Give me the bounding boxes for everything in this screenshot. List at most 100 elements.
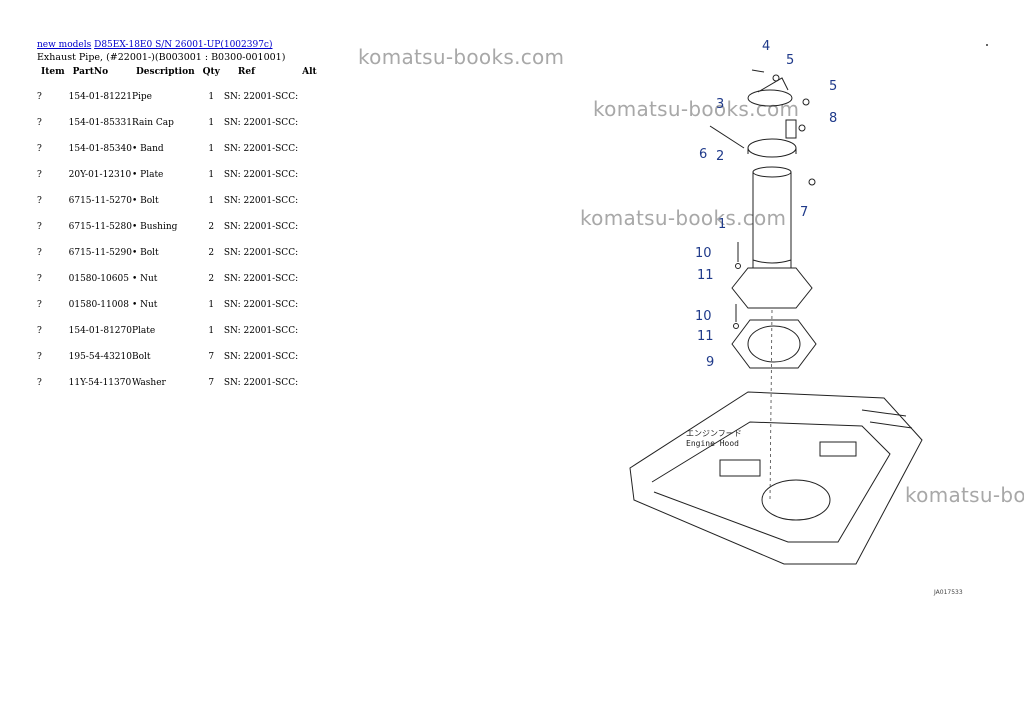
header-item: Item	[41, 67, 65, 77]
plate-9-hole	[747, 325, 801, 363]
rain-cap	[747, 89, 793, 107]
cell-desc: • Band	[131, 144, 164, 154]
cell-desc: Bolt	[131, 352, 151, 362]
table-row: ? 01580-11008• Nut 1 SN: 22001-SCC:	[37, 292, 321, 318]
cell-alt	[298, 292, 321, 318]
washer-11-upper	[735, 263, 741, 269]
cell-part: 6715-11-5280	[68, 222, 132, 232]
cell-desc: • Bolt	[131, 248, 159, 258]
header-ref: Ref	[237, 67, 255, 77]
cell-part: 154-01-85331	[68, 118, 132, 128]
band-clamp	[747, 138, 797, 158]
callout-3: 3	[716, 97, 724, 112]
cell-ref: SN: 22001-SCC:	[223, 325, 299, 336]
pipe-flange	[731, 267, 813, 309]
callout-10-lower: 10	[695, 309, 712, 324]
cell-qty: 2	[208, 222, 215, 232]
cell-alt	[298, 240, 321, 266]
cell-ref: SN: 22001-SCC:	[223, 351, 299, 362]
exhaust-pipe-diagram: 4 5 5 3 8 6 2 7 1 10 11 10 11 9 エンジンフード …	[629, 39, 963, 596]
cell-qty: 1	[208, 196, 215, 206]
hood-label-jp: エンジンフード	[686, 429, 742, 438]
cell-item: ?	[37, 300, 42, 310]
table-row: ? 6715-11-5270• Bolt 1 SN: 22001-SCC:	[37, 188, 321, 214]
pipe-top	[752, 166, 792, 178]
callout-9: 9	[706, 355, 714, 370]
nut-7	[808, 178, 816, 186]
nut-8	[798, 124, 806, 132]
hood-label-en: Engine Hood	[686, 439, 739, 448]
cell-ref: SN: 22001-SCC:	[223, 91, 299, 102]
cell-ref: SN: 22001-SCC:	[223, 117, 299, 128]
cell-alt	[298, 370, 321, 396]
cell-item: ?	[37, 274, 42, 284]
callout-1: 1	[718, 217, 726, 232]
cell-alt	[298, 266, 321, 292]
cell-alt	[298, 188, 321, 214]
cell-item: ?	[37, 144, 42, 154]
callout-5: 5	[786, 53, 794, 68]
cell-part: 01580-11008	[68, 300, 129, 310]
cell-alt	[298, 136, 321, 162]
cell-desc: • Nut	[131, 300, 158, 310]
cell-item: ?	[37, 118, 42, 128]
header-partno: PartNo	[72, 67, 109, 77]
cell-alt	[298, 162, 321, 188]
cell-desc: Washer	[131, 378, 166, 388]
bolt-6	[709, 125, 745, 149]
band-bracket	[785, 119, 797, 139]
cell-desc: • Plate	[131, 170, 164, 180]
callout-7: 7	[800, 205, 808, 220]
cell-part: 195-54-43210	[68, 352, 132, 362]
bushing-5	[772, 74, 780, 82]
cell-ref: SN: 22001-SCC:	[223, 143, 299, 154]
cell-desc: • Bolt	[131, 196, 159, 206]
cell-qty: 2	[208, 248, 215, 258]
cell-item: ?	[37, 222, 42, 232]
cell-qty: 1	[208, 300, 215, 310]
centerline	[769, 309, 773, 501]
cell-desc: Plate	[131, 326, 156, 336]
figure-code: JA017533	[933, 589, 963, 596]
cell-ref: SN: 22001-SCC:	[223, 299, 299, 310]
hood-rail	[861, 409, 913, 429]
callout-10-upper: 10	[695, 246, 712, 261]
cell-qty: 7	[208, 352, 215, 362]
cell-desc: Rain Cap	[131, 118, 174, 128]
pipe-body	[752, 172, 792, 268]
nut-5	[802, 98, 810, 106]
hood-panel-right	[819, 441, 857, 457]
cell-item: ?	[37, 378, 42, 388]
engine-hood	[629, 391, 923, 565]
cell-part: 6715-11-5270	[68, 196, 132, 206]
cell-part: 01580-10605	[68, 274, 129, 284]
parts-table: Item PartNo Description Qty Ref Alt ?154…	[37, 66, 321, 396]
cell-qty: 7	[208, 378, 215, 388]
callout-6: 6	[699, 147, 707, 162]
cell-ref: SN: 22001-SCC:	[223, 195, 299, 206]
cell-item: ?	[37, 196, 42, 206]
cell-ref: SN: 22001-SCC:	[223, 247, 299, 258]
cell-item: ?	[37, 352, 42, 362]
cell-ref: SN: 22001-SCC:	[223, 273, 299, 284]
breadcrumb-link-new-models[interactable]: new models	[37, 40, 92, 50]
rain-cap-hinge	[757, 77, 789, 93]
watermark: komatsu-books.com	[358, 45, 565, 69]
cell-desc: • Nut	[131, 274, 158, 284]
washer-11-lower	[733, 323, 739, 329]
breadcrumb: new models D85EX-18E0 S/N 26001-UP(10023…	[37, 40, 272, 50]
cell-alt	[298, 84, 321, 110]
cell-part: 154-01-85340	[68, 144, 132, 154]
cell-part: 6715-11-5290	[68, 248, 132, 258]
cell-part: 20Y-01-12310	[68, 170, 132, 180]
header-alt: Alt	[302, 67, 317, 77]
breadcrumb-link-model[interactable]: D85EX-18E0 S/N 26001-UP(1002397c)	[94, 40, 273, 50]
cell-alt	[298, 344, 321, 370]
cell-part: 154-01-81221	[68, 92, 132, 102]
